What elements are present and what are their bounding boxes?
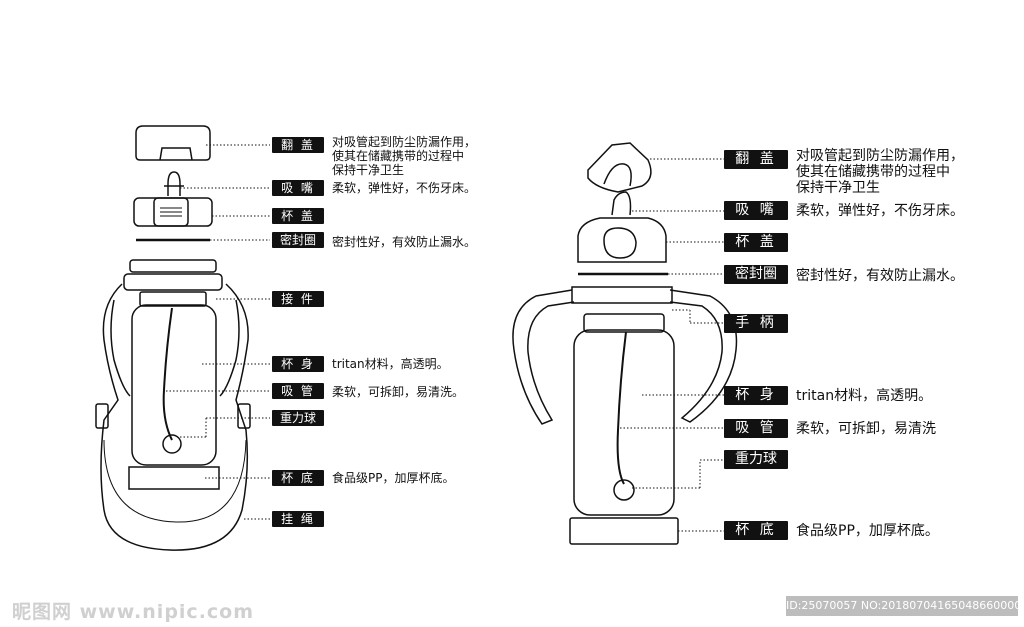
right-desc-mouthpiece: 柔软，弹性好，不伤牙床。 — [796, 203, 964, 219]
left-label-seal-ring: 密封圈 — [272, 232, 324, 248]
right-label-cup-bottom: 杯 底 — [724, 521, 788, 540]
left-bottle-illustration — [95, 125, 270, 551]
left-desc-cup-body: tritan材料，高透明。 — [332, 357, 449, 371]
left-label-connector: 接 件 — [272, 291, 324, 307]
left-label-lanyard: 挂 绳 — [272, 511, 324, 527]
left-label-straw: 吸 管 — [272, 383, 324, 399]
right-desc-cup-bottom: 食品级PP，加厚杯底。 — [796, 523, 939, 539]
right-label-handle: 手 柄 — [724, 314, 788, 333]
left-desc-mouthpiece: 柔软，弹性好，不伤牙床。 — [332, 181, 477, 195]
left-label-gravity-ball: 重力球 — [272, 410, 324, 426]
left-label-flip-cap: 翻 盖 — [272, 137, 324, 153]
watermark-site: 昵图网 www.nipic.com — [12, 601, 255, 623]
left-desc-seal-ring: 密封性好，有效防止漏水。 — [332, 235, 477, 249]
right-desc-cup-body: tritan材料，高透明。 — [796, 388, 933, 404]
right-label-cup-body: 杯 身 — [724, 386, 788, 405]
right-desc-flip-cap: 对吸管起到防尘防漏作用， 使其在储藏携带的过程中 保持干净卫生 — [796, 148, 964, 196]
left-label-cup-bottom: 杯 底 — [272, 470, 324, 486]
right-label-lid: 杯 盖 — [724, 233, 788, 252]
left-label-cup-body: 杯 身 — [272, 356, 324, 372]
right-label-mouthpiece: 吸 嘴 — [724, 201, 788, 220]
right-label-seal-ring: 密封圈 — [724, 265, 788, 284]
left-label-lid: 杯 盖 — [272, 208, 324, 224]
right-bottle-illustration — [512, 142, 738, 545]
left-desc-cup-bottom: 食品级PP，加厚杯底。 — [332, 471, 455, 485]
right-label-flip-cap: 翻 盖 — [724, 150, 788, 169]
right-label-gravity-ball: 重力球 — [724, 450, 788, 469]
right-desc-seal-ring: 密封性好，有效防止漏水。 — [796, 268, 964, 284]
right-desc-straw: 柔软，可拆卸，易清洗 — [796, 421, 936, 437]
right-label-straw: 吸 管 — [724, 419, 788, 438]
watermark-id: ID:25070057 NO:20180704165048660000 — [786, 596, 1021, 616]
left-desc-straw: 柔软，可拆卸，易清洗。 — [332, 385, 465, 399]
left-label-mouthpiece: 吸 嘴 — [272, 180, 324, 196]
left-desc-flip-cap: 对吸管起到防尘防漏作用， 使其在储藏携带的过程中 保持干净卫生 — [332, 135, 477, 177]
